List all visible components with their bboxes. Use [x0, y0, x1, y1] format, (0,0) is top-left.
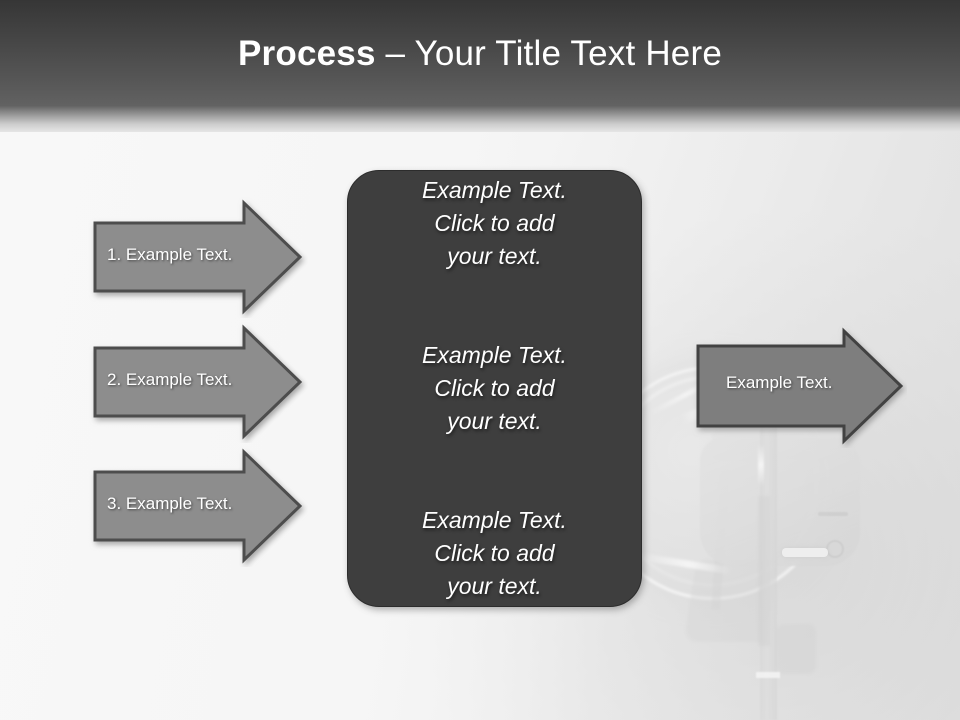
process-arrow-2-shape[interactable]: [93, 324, 303, 440]
header-fade: [0, 106, 960, 132]
page-title-rest: – Your Title Text Here: [375, 34, 722, 73]
process-arrow-3[interactable]: [88, 445, 308, 567]
output-arrow[interactable]: [691, 324, 907, 448]
center-paragraph-2: Example Text. Click to add your text.: [422, 342, 567, 434]
header-band: [0, 0, 960, 108]
output-arrow-shape[interactable]: [696, 327, 904, 445]
process-arrow-2[interactable]: [88, 321, 308, 443]
page-title: Process – Your Title Text Here: [0, 0, 960, 108]
process-arrow-1[interactable]: [88, 196, 308, 318]
page-title-strong: Process: [238, 34, 376, 73]
center-paragraph-1: Example Text. Click to add your text.: [422, 177, 567, 269]
process-arrow-3-shape[interactable]: [93, 448, 303, 564]
center-paragraph-3: Example Text. Click to add your text.: [422, 507, 567, 599]
process-arrow-1-shape[interactable]: [93, 199, 303, 315]
center-content-box[interactable]: Example Text. Click to add your text. Ex…: [347, 170, 642, 607]
